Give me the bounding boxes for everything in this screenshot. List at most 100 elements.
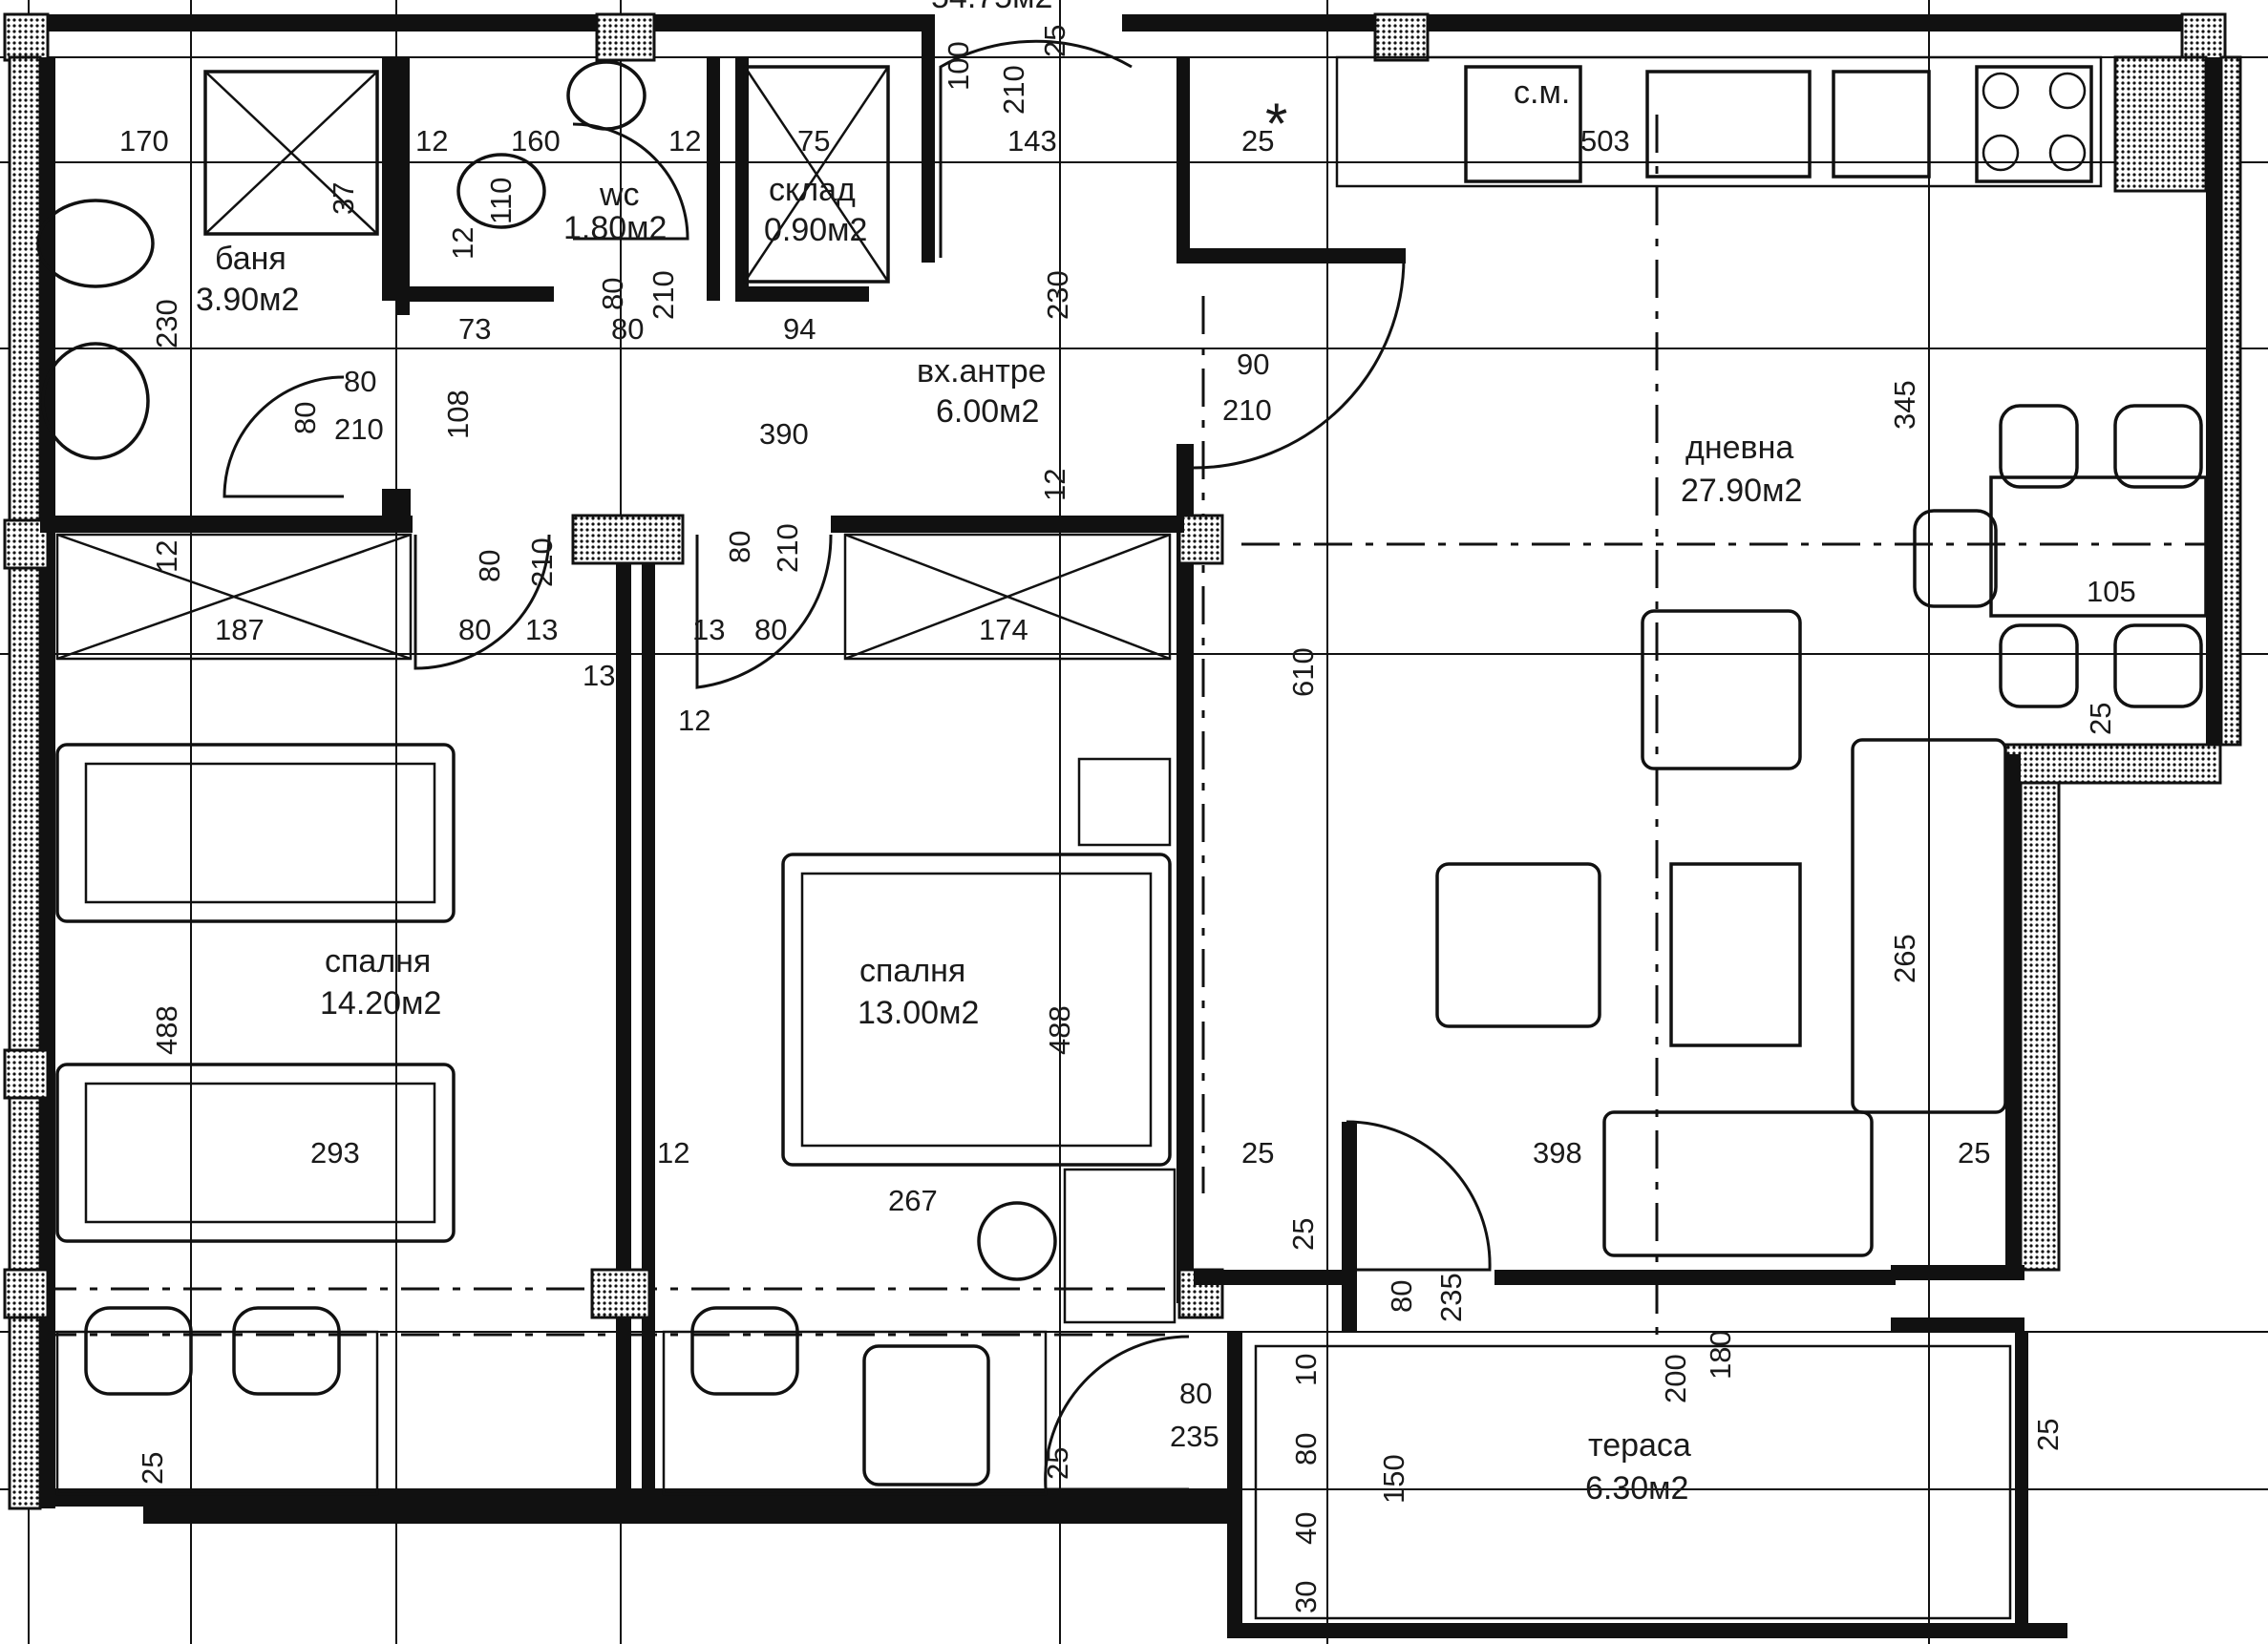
dim-label: 12: [415, 124, 448, 158]
dim-label: 80: [1385, 1280, 1418, 1313]
dim-label: 12: [446, 227, 479, 260]
dim-label: 10: [1289, 1354, 1323, 1386]
dim-label: 40: [1289, 1512, 1323, 1545]
room-name-storage: склад: [769, 172, 856, 208]
dim-label: 12: [150, 540, 183, 573]
dim-label: 30: [1289, 1581, 1323, 1613]
dim-label: 12: [678, 704, 710, 737]
room-name-living: дневна: [1685, 430, 1793, 466]
dim-label: 80: [723, 531, 756, 563]
dim-label: 12: [1038, 469, 1071, 501]
dim-label: 235: [1434, 1273, 1468, 1322]
dimension-labels: 170 12 160 12 75 143 25 503 73 80 94 80 …: [119, 25, 2136, 1613]
dim-label: 210: [334, 412, 384, 446]
coffee-table: [1669, 862, 1802, 1047]
sofa-right: [1851, 738, 2007, 1114]
dim-label: 80: [458, 613, 491, 646]
room-name-bedroom1: спалня: [325, 943, 431, 980]
dim-label: 110: [484, 178, 518, 224]
dim-label: 25: [1241, 1136, 1274, 1170]
room-name-bath: баня: [215, 241, 286, 277]
room-area-terrace: 6.30м2: [1585, 1470, 1688, 1507]
dim-label: 105: [2087, 575, 2136, 608]
dim-label: 210: [525, 537, 559, 587]
dim-label: 25: [136, 1452, 169, 1485]
dim-label: 210: [771, 523, 804, 573]
dim-label: 210: [646, 270, 680, 320]
dim-label: 267: [888, 1184, 938, 1217]
dim-label: 25: [1038, 25, 1071, 57]
washer-label: с.м.: [1514, 74, 1570, 111]
shower-tray: [203, 70, 379, 236]
dim-label: 143: [1007, 124, 1057, 158]
dim-label: 398: [1533, 1136, 1582, 1170]
dim-label: 25: [1241, 124, 1274, 158]
dim-label: 25: [2084, 703, 2117, 735]
room-area-bedroom2: 13.00м2: [858, 995, 979, 1031]
dim-label: 150: [1377, 1454, 1410, 1504]
washing-machine: [1464, 65, 1582, 183]
dim-label: 345: [1888, 380, 1921, 430]
dim-label: 80: [596, 278, 629, 310]
room-name-wc: wc: [599, 177, 640, 213]
reference-lines: [38, 115, 2225, 1346]
wardrobe-1: [55, 533, 413, 661]
room-name-bedroom2: спалня: [859, 953, 965, 989]
dim-label: 25: [2031, 1419, 2065, 1451]
dim-label: 170: [119, 124, 169, 158]
dim-label: 488: [1043, 1005, 1076, 1055]
fridge: [1832, 70, 1931, 179]
room-area-living: 27.90м2: [1681, 473, 1802, 509]
dim-label: 210: [997, 65, 1030, 115]
storage-box: [743, 65, 890, 284]
dim-label: 13: [583, 659, 615, 692]
dim-label: 80: [344, 365, 376, 398]
dim-label: 12: [668, 124, 701, 158]
dim-label: 80: [473, 550, 506, 582]
dim-label: 80: [611, 312, 644, 346]
furniture: [36, 55, 2208, 1496]
toilet-bath: [36, 199, 155, 288]
room-area-bath: 3.90м2: [196, 282, 299, 318]
armchair-1: [1641, 609, 1802, 770]
dim-label: 390: [759, 417, 809, 451]
dim-label: 108: [441, 390, 475, 439]
dim-label: 610: [1286, 647, 1320, 697]
dim-label: 12: [657, 1136, 689, 1170]
dim-label: 187: [215, 613, 265, 646]
dim-label: 13: [692, 613, 725, 646]
dim-label: 75: [797, 124, 830, 158]
dim-label: 25: [1958, 1136, 1990, 1170]
room-labels: баня 3.90м2 wc 1.80м2 склад 0.90м2 вх.ан…: [196, 0, 1802, 1507]
room-area-bedroom1: 14.20м2: [320, 985, 441, 1022]
dim-label: 180: [1704, 1330, 1737, 1380]
doors: [223, 39, 1492, 1491]
room-name-hall: вх.антре: [917, 353, 1047, 390]
dim-label: 80: [1179, 1377, 1212, 1410]
dim-label: 80: [754, 613, 787, 646]
dim-label: 80: [288, 402, 322, 434]
dim-label: 230: [150, 299, 183, 348]
top-clipped-label: 54.75м2: [931, 0, 1052, 15]
dim-label: 503: [1580, 124, 1630, 158]
sink-wc: [566, 60, 646, 131]
dim-label: 73: [458, 312, 491, 346]
dim-label: 235: [1170, 1420, 1219, 1453]
dim-label: 174: [979, 613, 1028, 646]
room-area-hall: 6.00м2: [936, 393, 1039, 430]
dim-label: 80: [1289, 1433, 1323, 1465]
walls: [3, 12, 2242, 1638]
dim-label: 100: [942, 41, 975, 91]
dim-label: 25: [1041, 1447, 1074, 1480]
dim-label: 230: [1041, 270, 1074, 320]
stove: [1975, 65, 2093, 183]
dim-label: 210: [1222, 393, 1272, 427]
dim-label: 25: [1286, 1218, 1320, 1251]
dim-label: 90: [1237, 348, 1269, 381]
sink-bath: [41, 342, 150, 460]
dim-label: 37: [327, 182, 360, 215]
room-area-storage: 0.90м2: [764, 212, 867, 248]
toilet-wc: [456, 153, 546, 229]
